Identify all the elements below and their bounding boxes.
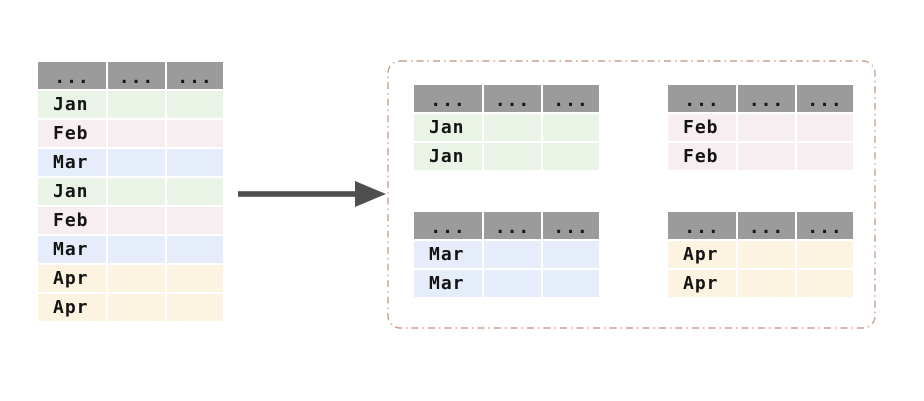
- empty-value-cell: [797, 143, 853, 170]
- month-label-cell: Feb: [668, 143, 736, 170]
- month-label-cell: Feb: [38, 120, 106, 147]
- month-label-cell: Apr: [38, 294, 106, 321]
- month-label-cell: Mar: [414, 270, 482, 297]
- empty-value-cell: [108, 120, 165, 147]
- table-header-cell: ...: [738, 212, 795, 239]
- table-header-cell: ...: [738, 85, 795, 112]
- empty-value-cell: [738, 114, 795, 141]
- table-header-cell: ...: [484, 212, 541, 239]
- empty-value-cell: [738, 241, 795, 268]
- empty-value-cell: [167, 91, 223, 118]
- empty-value-cell: [108, 178, 165, 205]
- table-header-cell: ...: [797, 85, 853, 112]
- empty-value-cell: [484, 114, 541, 141]
- month-label-cell: Mar: [38, 149, 106, 176]
- table-header-cell: ...: [38, 62, 106, 89]
- table-header-cell: ...: [543, 85, 599, 112]
- month-label-cell: Apr: [668, 270, 736, 297]
- empty-value-cell: [108, 149, 165, 176]
- empty-value-cell: [167, 294, 223, 321]
- empty-value-cell: [484, 241, 541, 268]
- table-header-cell: ...: [108, 62, 165, 89]
- table-header-cell: ...: [668, 85, 736, 112]
- empty-value-cell: [797, 114, 853, 141]
- empty-value-cell: [108, 294, 165, 321]
- arrow-icon: [238, 181, 386, 207]
- empty-value-cell: [484, 270, 541, 297]
- month-label-cell: Jan: [38, 91, 106, 118]
- empty-value-cell: [167, 236, 223, 263]
- month-label-cell: Mar: [414, 241, 482, 268]
- empty-value-cell: [543, 241, 599, 268]
- month-label-cell: Feb: [668, 114, 736, 141]
- month-label-cell: Jan: [38, 178, 106, 205]
- empty-value-cell: [797, 241, 853, 268]
- month-label-cell: Jan: [414, 114, 482, 141]
- empty-value-cell: [167, 120, 223, 147]
- empty-value-cell: [738, 270, 795, 297]
- month-label-cell: Mar: [38, 236, 106, 263]
- empty-value-cell: [167, 265, 223, 292]
- empty-value-cell: [167, 207, 223, 234]
- empty-value-cell: [484, 143, 541, 170]
- empty-value-cell: [543, 143, 599, 170]
- table-header-cell: ...: [797, 212, 853, 239]
- empty-value-cell: [738, 143, 795, 170]
- empty-value-cell: [797, 270, 853, 297]
- table-header-cell: ...: [414, 85, 482, 112]
- empty-value-cell: [167, 178, 223, 205]
- table-header-cell: ...: [167, 62, 223, 89]
- empty-value-cell: [543, 270, 599, 297]
- table-header-cell: ...: [484, 85, 541, 112]
- group-box-border: [387, 60, 876, 329]
- empty-value-cell: [543, 114, 599, 141]
- table-header-cell: ...: [668, 212, 736, 239]
- empty-value-cell: [108, 265, 165, 292]
- month-label-cell: Apr: [38, 265, 106, 292]
- month-label-cell: Apr: [668, 241, 736, 268]
- empty-value-cell: [108, 236, 165, 263]
- table-header-cell: ...: [543, 212, 599, 239]
- month-label-cell: Jan: [414, 143, 482, 170]
- empty-value-cell: [108, 207, 165, 234]
- empty-value-cell: [167, 149, 223, 176]
- empty-value-cell: [108, 91, 165, 118]
- month-label-cell: Feb: [38, 207, 106, 234]
- table-header-cell: ...: [414, 212, 482, 239]
